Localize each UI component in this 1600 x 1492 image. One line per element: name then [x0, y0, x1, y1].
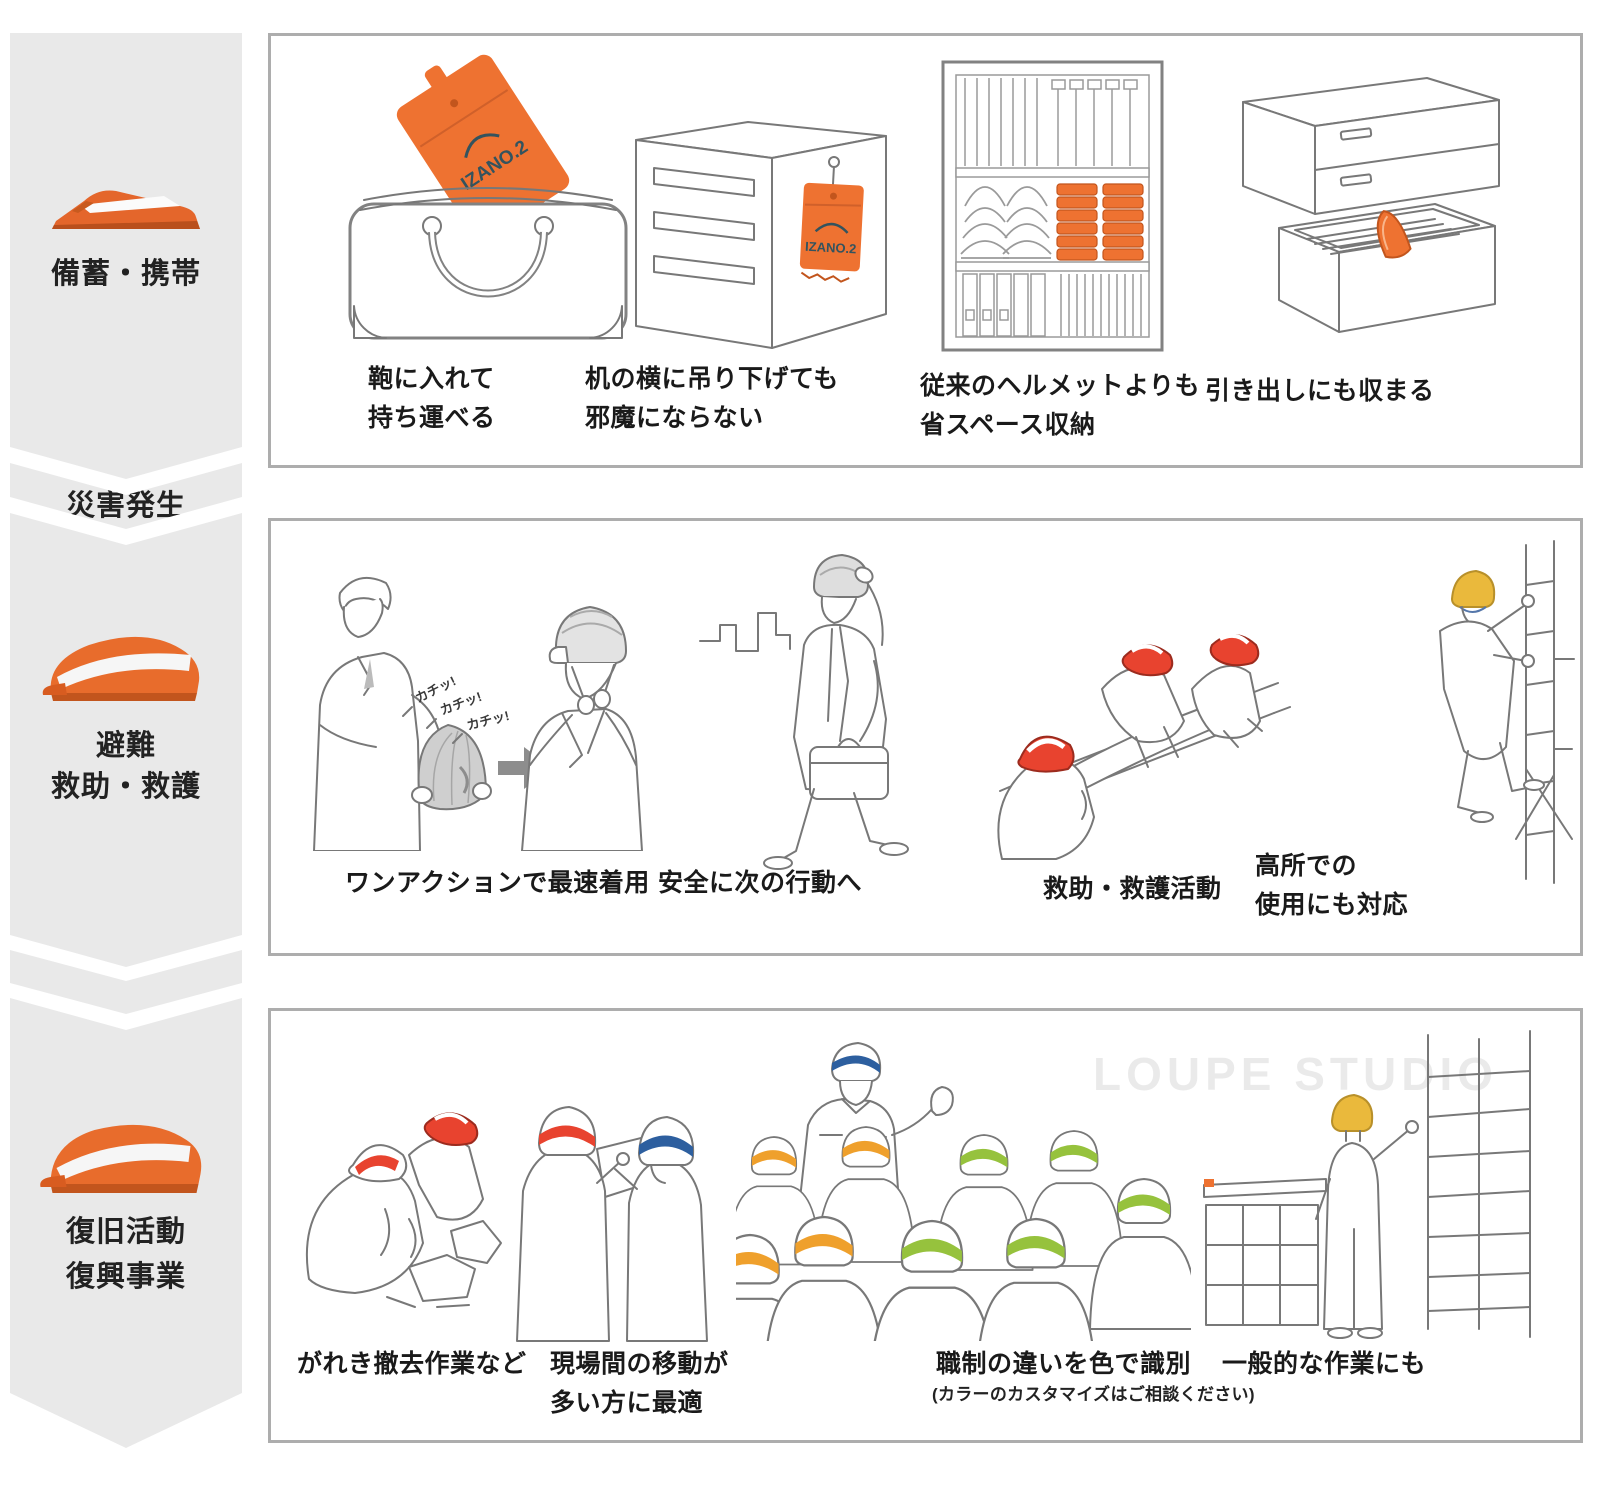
illustration-stretcher-rescue	[997, 633, 1291, 860]
caption-desk-hang: 机の横に吊り下げても 邪魔にならない	[585, 365, 839, 432]
open-helmet-icon	[39, 1118, 214, 1198]
sidebar-stage1-label: 備蓄・携帯	[50, 258, 201, 290]
sidebar-stage2-label1: 避難	[95, 730, 156, 762]
caption-space-saving: 従来のヘルメットよりも 省スペース収納	[920, 372, 1201, 439]
sidebar-stage-recovery: 復旧活動 復興事業	[10, 998, 242, 1448]
sidebar-stage3-label1: 復旧活動	[65, 1216, 186, 1248]
panel-stockpile-carry: IZANO.2 IZANO.2	[268, 33, 1583, 468]
illustration-color-identification	[736, 1042, 1191, 1341]
arrow-right-icon	[498, 747, 552, 789]
caption-general-work: 一般的な作業にも	[1222, 1350, 1427, 1378]
caption-next-action: 安全に次の行動へ	[658, 869, 863, 897]
sidebar-stage3-label2: 復興事業	[65, 1261, 186, 1293]
caption-drawer-fit: 引き出しにも収まる	[1205, 377, 1435, 405]
illustration-shelf-storage	[941, 60, 1164, 352]
caption-high-place: 高所での 使用にも対応	[1255, 852, 1409, 919]
illustration-next-action	[699, 553, 909, 870]
watermark-text: LOUPE STUDIO	[1093, 1048, 1499, 1100]
caption-rescue-activity: 救助・救護活動	[1043, 875, 1222, 903]
panel-evacuation-rescue: カチッ! カチッ! カチッ!	[268, 518, 1583, 956]
click-sfx-text: カチッ!	[465, 708, 511, 733]
folded-helmet-icon	[46, 181, 206, 236]
illustration-drawer-fit	[1242, 77, 1500, 333]
sidebar-stage-evacuation: 避難 救助・救護	[10, 513, 242, 967]
sidebar-stage-stockpile: 備蓄・携帯	[10, 33, 242, 479]
sidebar-event-label: 災害発生	[65, 490, 186, 522]
half-open-helmet-icon	[41, 625, 211, 705]
illustration-rubble-removal	[305, 1112, 502, 1308]
illustration-high-place	[1439, 540, 1575, 884]
caption-site-move: 現場間の移動が 多い方に最適	[550, 1350, 729, 1417]
illustration-general-work	[1203, 1030, 1531, 1339]
illustration-bag-carry: IZANO.2	[348, 54, 628, 340]
panel-recovery: LOUPE STUDIO	[268, 1008, 1583, 1443]
pouch-logo-text: IZANO.2	[805, 239, 857, 257]
illustration-one-action: カチッ! カチッ! カチッ!	[313, 576, 643, 851]
caption-bag-carry: 鞄に入れて 持ち運べる	[368, 365, 496, 432]
illustration-site-move	[516, 1106, 708, 1342]
illustration-desk-hang: IZANO.2	[635, 121, 887, 349]
caption-one-action: ワンアクションで最速着用	[345, 869, 650, 897]
caption-color-customize-note: (カラーのカスタマイズはご相談ください)	[932, 1385, 1255, 1404]
sidebar-stage2-label2: 救助・救護	[50, 771, 201, 803]
caption-rubble-removal: がれき撤去作業など	[297, 1350, 527, 1378]
caption-color-identification: 職制の違いを色で識別	[936, 1350, 1192, 1378]
